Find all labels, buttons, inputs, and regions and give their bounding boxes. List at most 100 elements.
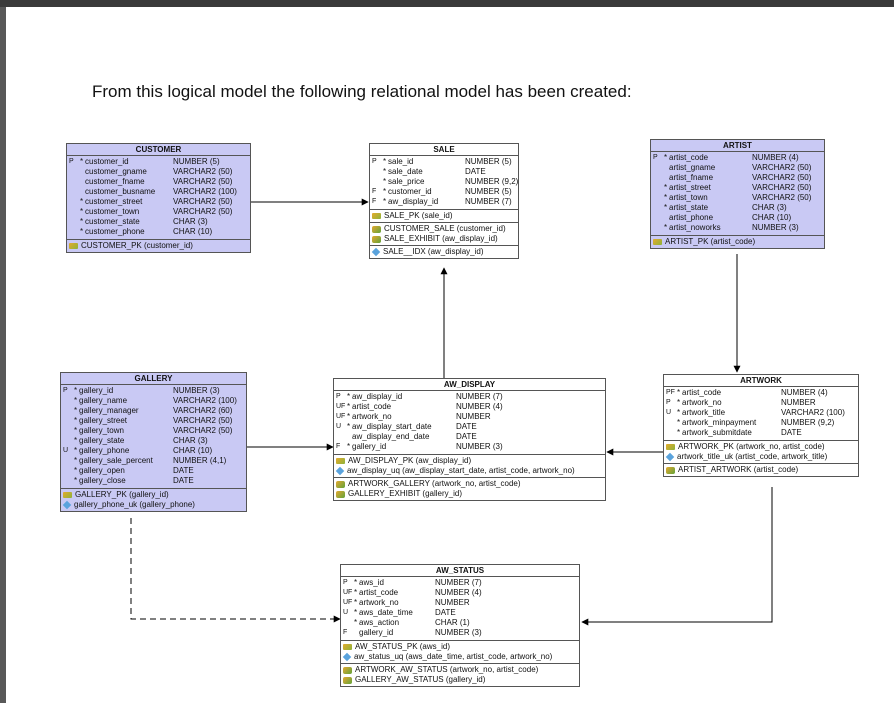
column-type: NUMBER (5) (465, 157, 512, 166)
column-key-flag: PF (666, 389, 675, 396)
column-name: aws_date_time (359, 608, 413, 617)
column-mandatory-mark: * (676, 398, 681, 407)
primary-key-icon (372, 213, 381, 219)
aw-display-constraint-section: AW_DISPLAY_PK (aw_display_id)aw_display_… (334, 455, 605, 478)
constraint-item[interactable]: AW_DISPLAY_PK (aw_display_id) (336, 456, 603, 466)
constraint-item[interactable]: SALE__IDX (aw_display_id) (371, 247, 516, 257)
column-type: CHAR (3) (173, 436, 208, 445)
column-type: NUMBER (5) (465, 187, 512, 196)
primary-key-icon (69, 243, 78, 249)
column-mandatory-mark: * (73, 386, 78, 395)
column-mandatory-mark: * (79, 157, 84, 166)
column-type: NUMBER (456, 412, 491, 421)
column-type: CHAR (3) (752, 203, 787, 212)
column-mandatory-mark: * (346, 442, 351, 451)
column-name: artist_gname (669, 163, 716, 172)
constraint-item[interactable]: ARTWORK_PK (artwork_no, artist_code) (666, 442, 856, 452)
column-type: VARCHAR2 (50) (173, 416, 233, 425)
constraint-item[interactable]: aw_status_uq (aws_date_time, artist_code… (342, 652, 577, 662)
constraint-item[interactable]: GALLERY_PK (gallery_id) (63, 490, 244, 500)
column-key-flag: UF (336, 403, 346, 410)
constraint-label: artwork_title_uk (artist_code, artwork_t… (677, 452, 828, 461)
column-mandatory-mark: * (353, 608, 358, 617)
constraint-item[interactable]: ARTIST_ARTWORK (artist_code) (666, 465, 856, 475)
constraint-label: GALLERY_EXHIBIT (gallery_id) (348, 489, 462, 498)
column-type: VARCHAR2 (50) (752, 173, 812, 182)
column-type: VARCHAR2 (50) (173, 207, 233, 216)
rel-artwork-aw-status (581, 487, 773, 626)
column-type: NUMBER (7) (435, 578, 482, 587)
constraint-item[interactable]: GALLERY_EXHIBIT (gallery_id) (336, 489, 603, 499)
constraint-label: ARTWORK_GALLERY (artwork_no, artist_code… (348, 479, 521, 488)
column-key-flag (666, 418, 675, 428)
constraint-item[interactable]: aw_display_uq (aw_display_start_date, ar… (335, 466, 603, 476)
constraint-item[interactable]: SALE_PK (sale_id) (372, 211, 516, 221)
constraint-item[interactable]: AW_STATUS_PK (aws_id) (343, 642, 577, 652)
constraint-label: SALE_EXHIBIT (aw_display_id) (384, 234, 498, 243)
column-type: NUMBER (4) (435, 588, 482, 597)
constraint-item[interactable]: CUSTOMER_SALE (customer_id) (372, 224, 516, 234)
column-key-flag (63, 466, 72, 476)
foreign-key-icon (343, 666, 352, 674)
gallery-title: GALLERY (61, 373, 246, 385)
constraint-item[interactable]: ARTWORK_GALLERY (artwork_no, artist_code… (336, 479, 603, 489)
primary-key-icon (666, 444, 675, 450)
constraint-item[interactable]: CUSTOMER_PK (customer_id) (69, 241, 248, 251)
aw-status-constraint-section: AW_STATUS_PK (aws_id)aw_status_uq (aws_d… (341, 641, 579, 664)
constraint-label: AW_STATUS_PK (aws_id) (355, 642, 450, 651)
column-name: gallery_id (359, 628, 394, 637)
constraint-item[interactable]: gallery_phone_uk (gallery_phone) (62, 500, 244, 510)
aw-status-constraint-section: ARTWORK_AW_STATUS (artwork_no, artist_co… (341, 664, 579, 686)
column-mandatory-mark: * (73, 396, 78, 405)
constraint-item[interactable]: ARTIST_PK (artist_code) (653, 237, 822, 247)
column-key-flag (69, 167, 78, 177)
column-name: gallery_town (79, 426, 124, 435)
column-key-flag (653, 203, 662, 213)
column-type: DATE (781, 428, 802, 437)
constraint-item[interactable]: GALLERY_AW_STATUS (gallery_id) (343, 675, 577, 685)
column-mandatory-mark (662, 213, 669, 223)
column-key-flag (63, 416, 72, 426)
column-type: NUMBER (781, 398, 816, 407)
column-name: aw_display_start_date (352, 422, 432, 431)
column-name: sale_price (388, 177, 425, 186)
column-key-flag: P (336, 393, 341, 400)
column-type: VARCHAR2 (100) (781, 408, 845, 417)
column-type: NUMBER (9,2) (781, 418, 835, 427)
constraint-label: CUSTOMER_PK (customer_id) (81, 241, 193, 250)
column-key-flag (63, 406, 72, 416)
column-type: VARCHAR2 (100) (173, 396, 237, 405)
column-name: artist_state (669, 203, 709, 212)
constraint-item[interactable]: artwork_title_uk (artist_code, artwork_t… (665, 452, 856, 462)
constraint-item[interactable]: ARTWORK_AW_STATUS (artwork_no, artist_co… (343, 665, 577, 675)
constraint-item[interactable]: SALE_EXHIBIT (aw_display_id) (372, 234, 516, 244)
